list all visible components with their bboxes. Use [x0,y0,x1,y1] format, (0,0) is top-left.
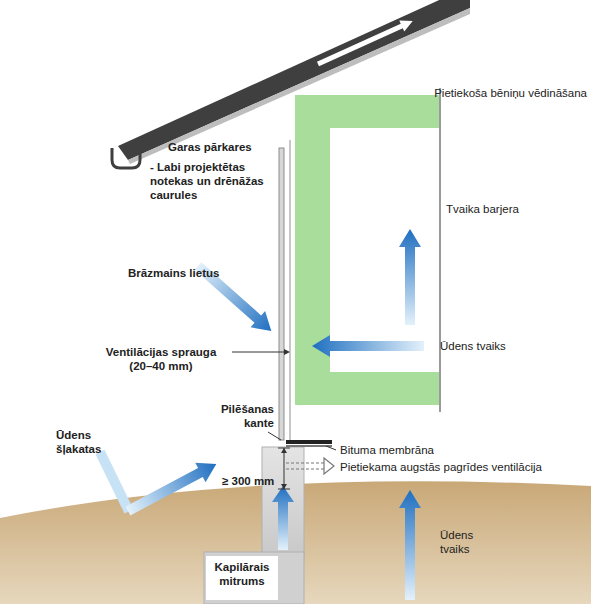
subfloor-vent-arrow [286,468,326,469]
dimension-arrowhead [281,484,287,489]
eaves-label: Garas pārkares [168,140,252,154]
bitumen-membrane [286,440,332,444]
vapour-barrier-label: Tvaika barjera [446,202,519,216]
foundation-pier [262,447,304,559]
cladding [279,148,284,440]
attic-vent-label: Pietiekoša bēniņu vēdināšana [434,86,587,100]
gutter [112,148,140,168]
batten [289,140,291,440]
interior-lining [439,88,441,412]
subfloor-vent-arrow [286,462,326,463]
capillary-box: Kapilārais mitrums [206,556,278,600]
ground-vapour-arrow [399,490,421,600]
dimension-arrowhead [281,448,287,453]
node-text: Kapilārais mitrums [209,560,275,588]
subfloor-vent-label: Pietiekama augstās pagrīdes ventilācija [340,460,542,474]
dimension-label: ≥ 300 mm [222,474,274,488]
rain-label: Brāzmains lietus [128,266,219,280]
vapour-arrow [312,335,424,357]
vapour-arrow-up [399,229,421,325]
attic-vent-arrow [316,16,416,70]
splash-arrow-tail [96,450,134,514]
subfloor-vent-arrowhead [324,458,334,474]
splash-arrow [123,454,222,520]
drip-edge-label: Pilēšanas kante [208,402,274,430]
gutter-note: - Labi projektētas notekas un drēnāžas c… [150,160,272,202]
capillary-arrow [272,486,294,550]
roof [118,0,470,160]
foundation-footing [204,552,304,604]
vapour-label: Ūdens tvaiks [440,528,498,556]
leader-line [326,446,336,450]
leader-line [232,352,284,353]
leader-line [268,432,281,440]
vent-gap-label: Ventilācijas sprauga (20–40 mm) [96,345,226,373]
leader-arrowhead [284,349,290,355]
membrane-label: Bituma membrāna [340,443,434,457]
dimension-line [284,448,285,489]
vapour-label: Ūdens tvaiks [440,339,506,353]
wall-insulation [295,95,440,405]
splash-label: Ūdens šļakatas [56,428,118,456]
bitumen-membrane-lower [286,445,332,447]
roof-soffit [128,8,470,164]
